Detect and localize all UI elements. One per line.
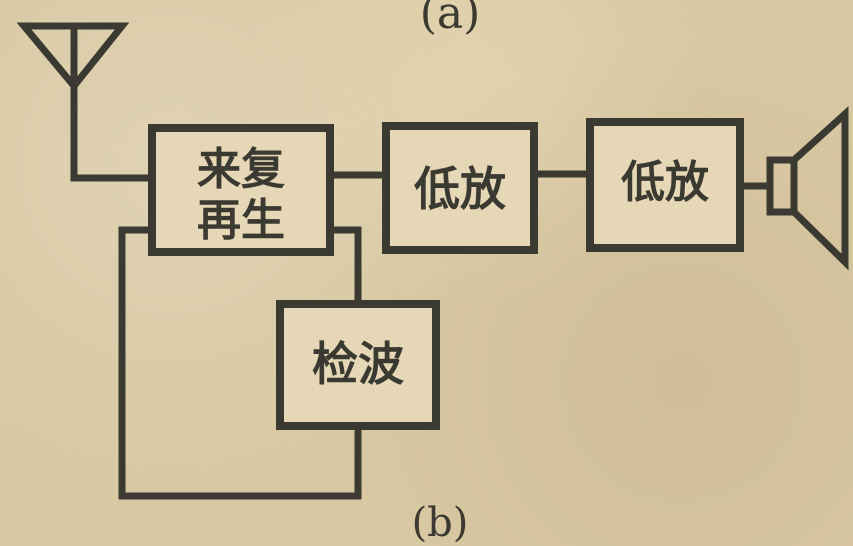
antenna-icon	[16, 22, 130, 182]
regen-label-line2: 再生	[197, 195, 285, 246]
detector-label: 检波	[312, 337, 404, 391]
connection-wires	[70, 170, 774, 500]
amplifier-block-1: 低放	[382, 122, 538, 254]
amplifier-2-label: 低放	[621, 157, 709, 208]
amplifier-1-label: 低放	[414, 162, 506, 216]
speaker-icon	[766, 106, 849, 271]
regen-label-line1: 来复	[197, 144, 285, 195]
caption-bottom: (b)	[412, 500, 469, 546]
amplifier-block-2: 低放	[586, 118, 744, 252]
detector-block: 检波	[276, 300, 440, 430]
caption-top: (a)	[420, 0, 481, 39]
regen-block: 来复 再生	[148, 124, 334, 256]
